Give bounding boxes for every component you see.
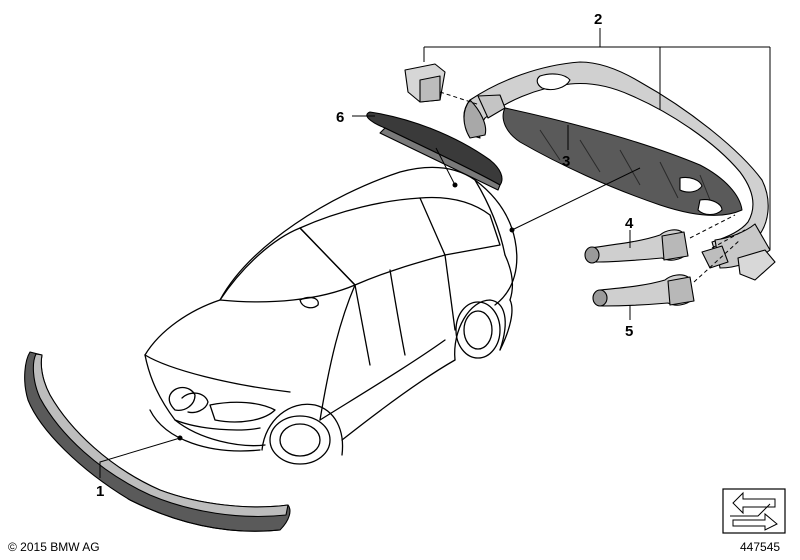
- assembly-dash-lines: [439, 91, 746, 283]
- diagram-number: 447545: [740, 540, 781, 554]
- part-front-lip-spoiler: [24, 351, 291, 532]
- navigation-arrow-icon[interactable]: [722, 488, 786, 534]
- part-tailpipe-trim-upper: [584, 229, 689, 264]
- callout-4: 4: [625, 215, 634, 232]
- callout-2: 2: [594, 11, 602, 28]
- vehicle-outline: [144, 166, 518, 465]
- callout-5: 5: [625, 323, 633, 340]
- callout-6: 6: [336, 109, 344, 126]
- leader-lines: [99, 28, 771, 478]
- leader-dots: [177, 182, 515, 441]
- copyright-text: © 2015 BMW AG: [8, 540, 100, 554]
- part-tailpipe-trim-lower: [592, 274, 695, 307]
- part-roof-spoiler: [366, 111, 503, 191]
- part-rear-bumper-trim: [404, 61, 776, 281]
- callout-1: 1: [96, 483, 104, 500]
- callout-3: 3: [562, 153, 570, 170]
